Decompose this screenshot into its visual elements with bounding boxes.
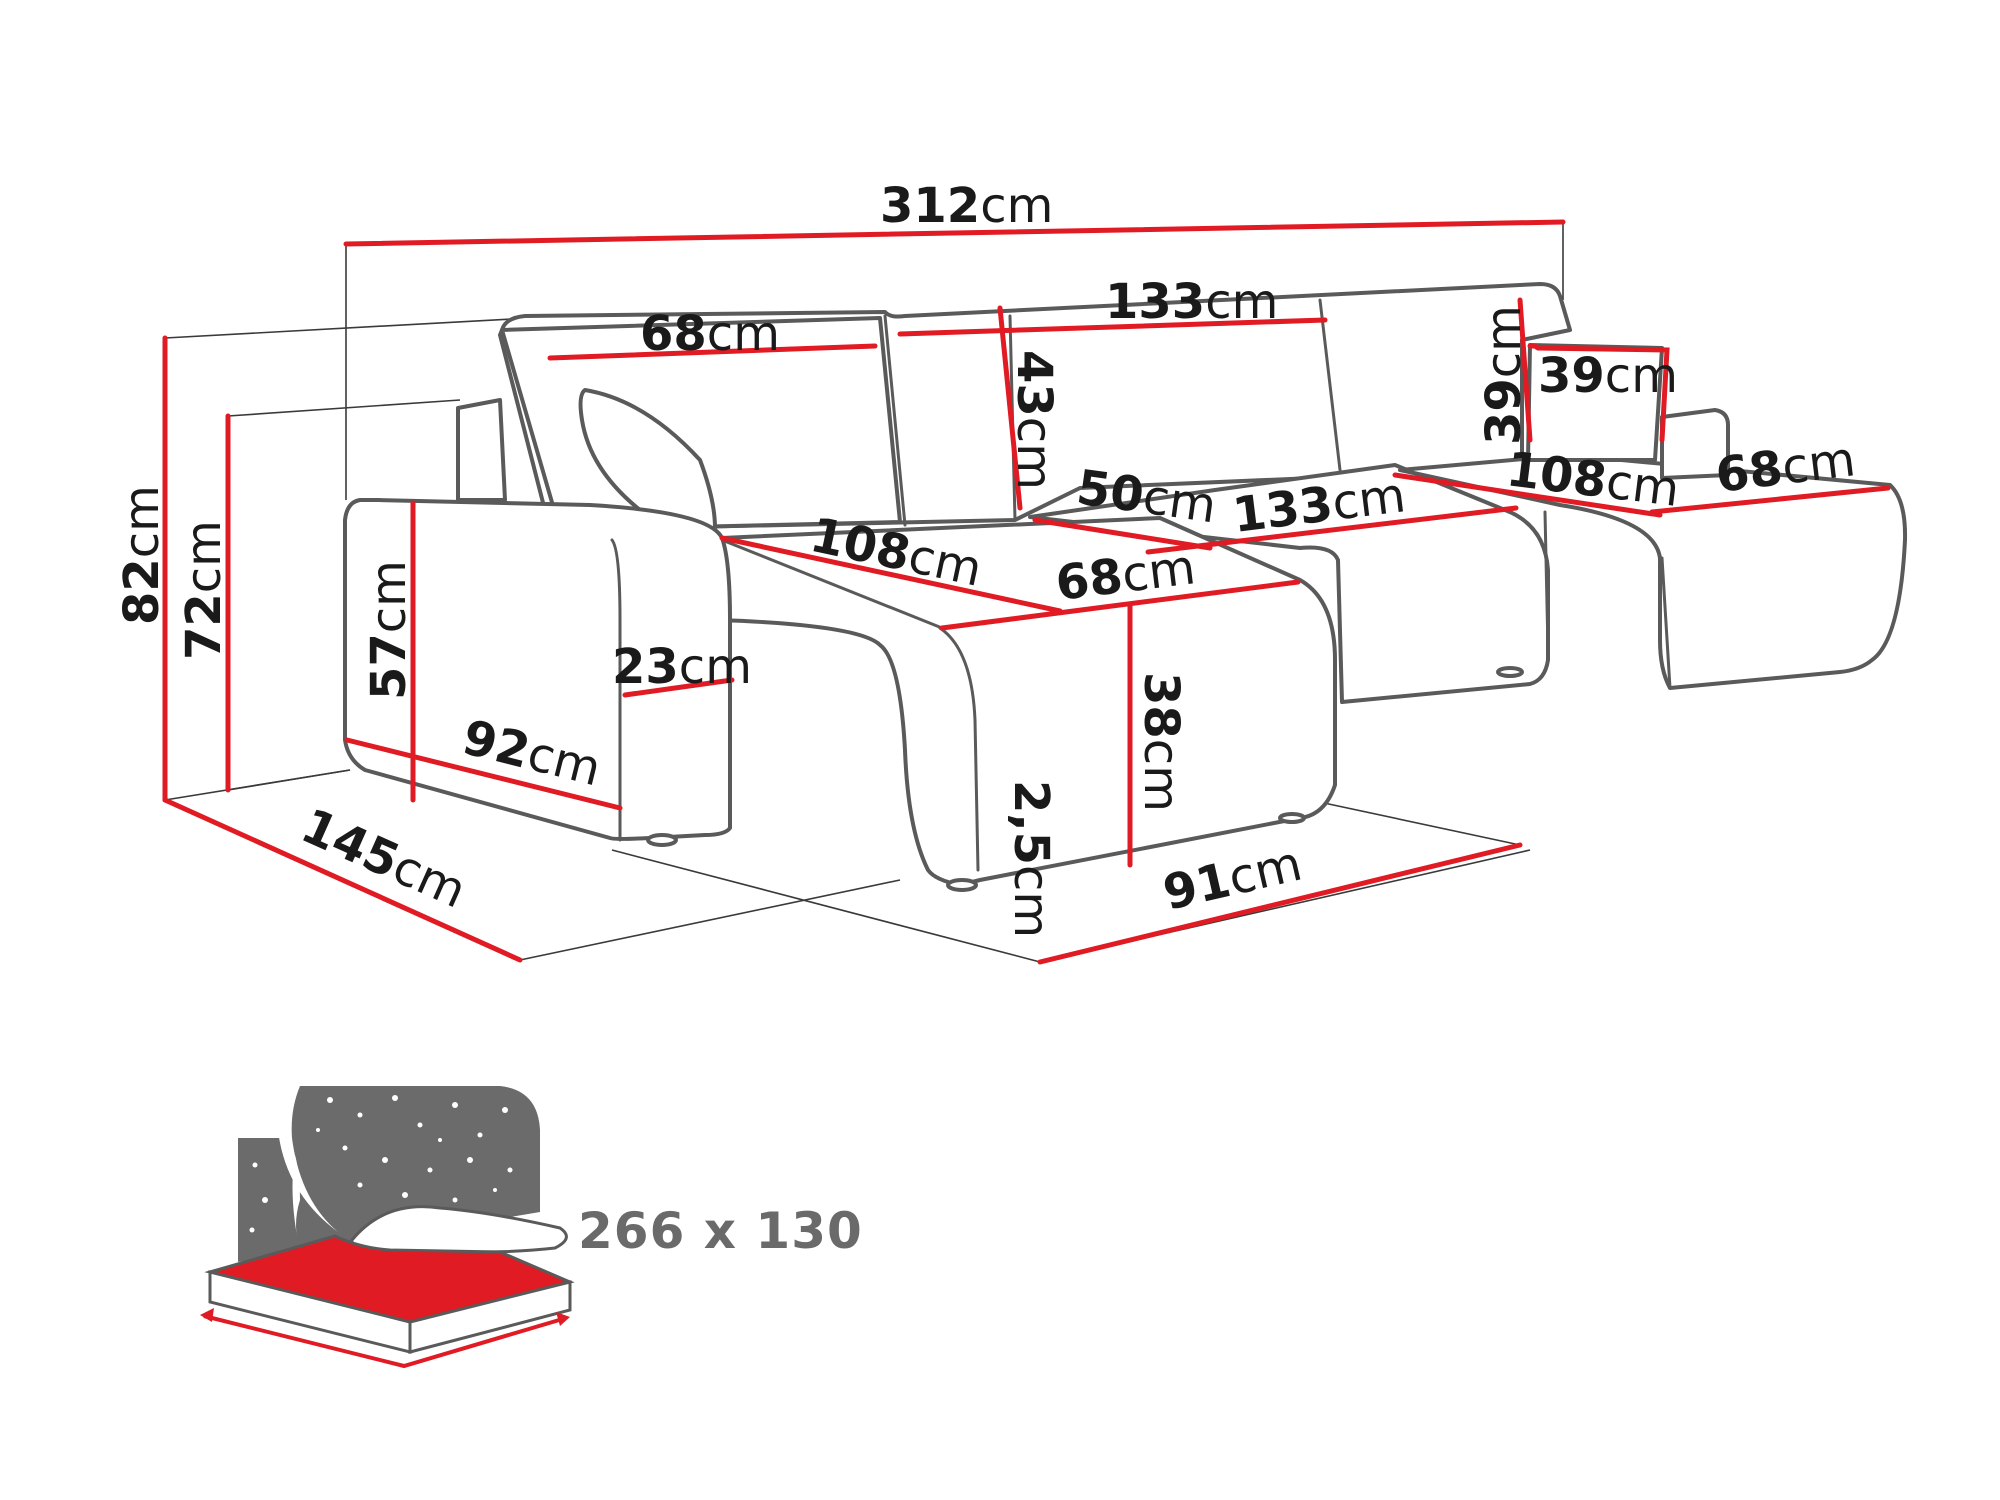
- label-seat-height: 38cm: [1133, 672, 1189, 812]
- label-back-height: 72cm: [176, 520, 232, 660]
- backrest-divider-1: [883, 314, 907, 527]
- label-armrest-width: 23cm: [612, 639, 752, 695]
- label-backrest-left: 68cm: [640, 306, 780, 362]
- left-back-cushion: [500, 316, 902, 532]
- foot-4: [1496, 666, 1524, 678]
- label-chaise-depth: 91cm: [1158, 836, 1307, 922]
- dimension-lines: [162, 219, 1891, 965]
- mattress-icon: [204, 1234, 575, 1324]
- label-seat-depth: 50cm: [1073, 459, 1219, 534]
- right-chaise: [1398, 453, 1908, 690]
- foot-3: [1278, 812, 1306, 824]
- label-armrest-height: 57cm: [361, 560, 417, 700]
- label-right-cushion-width: 39cm: [1538, 348, 1678, 404]
- foot-1: [646, 833, 678, 847]
- label-right-chaise-length: 108cm: [1504, 441, 1683, 518]
- label-seat-center: 133cm: [1230, 467, 1409, 544]
- label-overall-width: 312cm: [880, 178, 1053, 234]
- pillow-icon: [350, 1205, 568, 1257]
- label-right-chaise-width: 68cm: [1713, 431, 1859, 504]
- foot-2: [946, 878, 978, 892]
- label-backrest-center: 133cm: [1105, 274, 1278, 330]
- label-backrest-height: 43cm: [1006, 350, 1062, 490]
- sofa-drawing: [343, 282, 1908, 892]
- dimension-labels: 312cm 133cm 68cm 43cm 39cm 39cm 82cm 72c…: [114, 178, 1858, 938]
- right-armrest: [1660, 408, 1730, 480]
- sleeping-area-label: 266 x 130: [578, 1202, 863, 1260]
- label-right-cushion-height: 39cm: [1476, 305, 1532, 445]
- sleeping-area-icon: [200, 1086, 575, 1369]
- label-total-height: 82cm: [114, 485, 170, 625]
- label-leg-height: 2,5cm: [1003, 780, 1059, 938]
- label-left-chaise-width: 68cm: [1053, 539, 1199, 612]
- backrest-divider-2: [1318, 298, 1342, 472]
- left-chaise: [718, 516, 1337, 887]
